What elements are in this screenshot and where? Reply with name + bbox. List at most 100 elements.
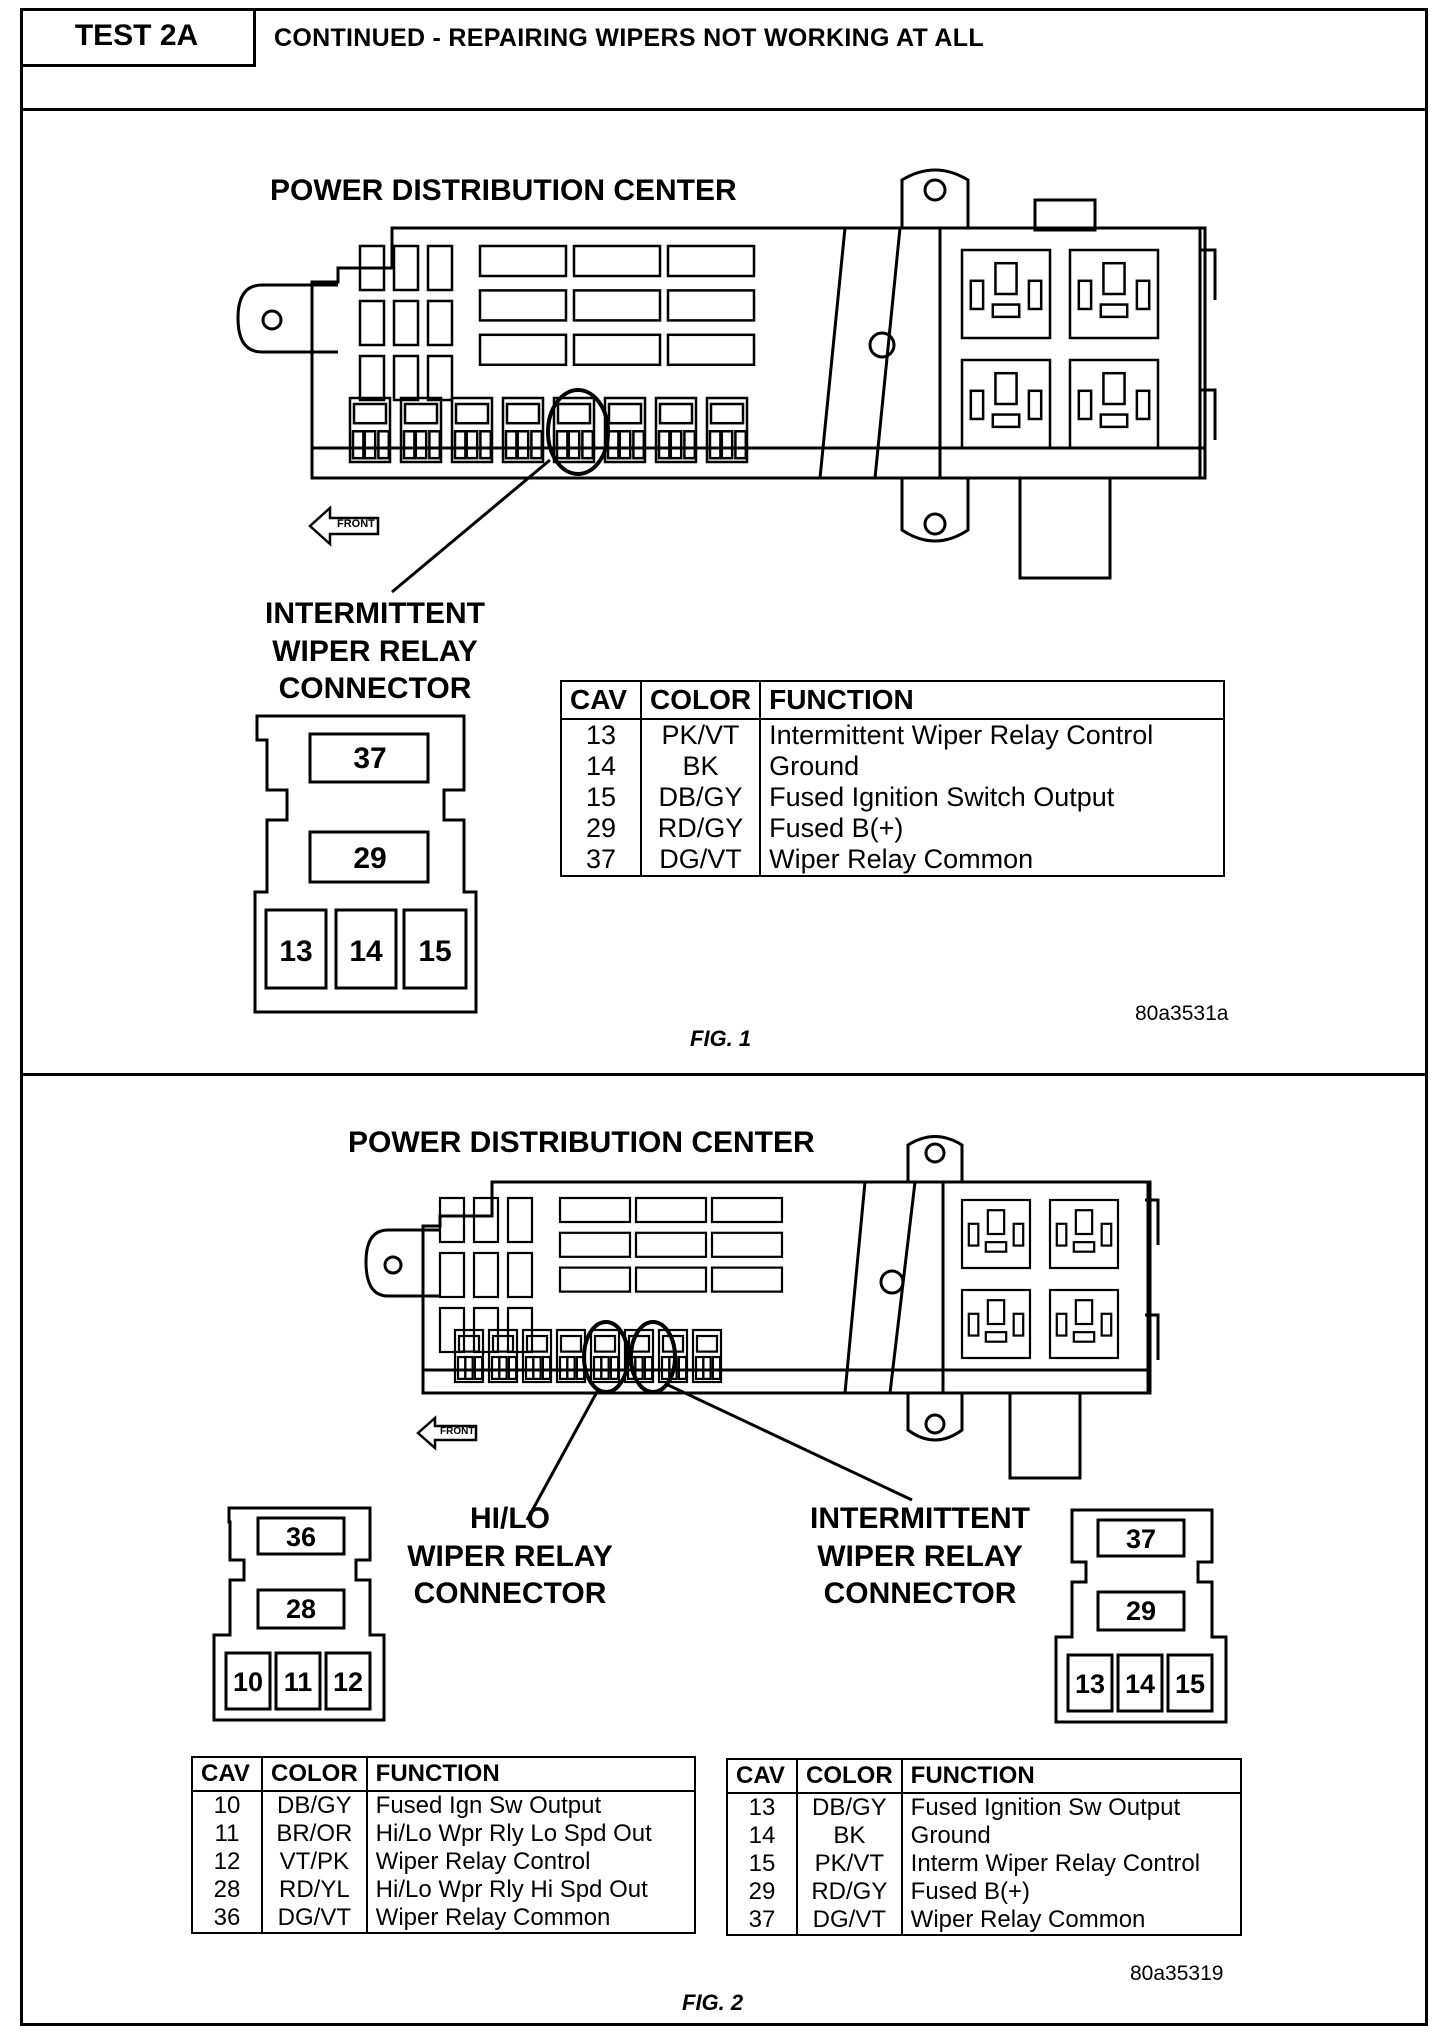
- cell-color: DB/GY: [797, 1793, 903, 1822]
- cell-color: DG/VT: [262, 1904, 368, 1933]
- micro-relay-slot: [654, 396, 698, 464]
- mini-fuse: [358, 299, 386, 347]
- relay-terminal: [994, 261, 1018, 296]
- maxi-fuse: [666, 289, 756, 322]
- cell-color: DG/VT: [797, 1906, 903, 1935]
- micro-relay-terminal: [377, 430, 391, 460]
- fig1-cav-top: 37: [353, 742, 387, 775]
- cell-cav: 37: [727, 1906, 798, 1935]
- relay-terminal: [991, 413, 1021, 429]
- micro-relay-terminal: [556, 402, 592, 425]
- fig1-cav-middle: 29: [353, 842, 387, 875]
- relay-terminal: [1100, 1312, 1113, 1337]
- col-function: FUNCTION: [760, 681, 1224, 720]
- relay-terminal: [984, 1331, 1008, 1343]
- micro-relay-slot: [450, 396, 494, 464]
- col-cav: CAV: [561, 681, 642, 720]
- cell-cav: 37: [561, 844, 642, 876]
- cell-function: Fused B(+): [769, 813, 904, 843]
- micro-relay-terminal: [541, 1355, 552, 1380]
- table-header-row: CAV COLOR FUNCTION: [192, 1757, 695, 1792]
- relay-socket: [960, 248, 1052, 340]
- relay-terminal: [1074, 1209, 1094, 1236]
- relay-terminal: [984, 1241, 1008, 1253]
- fig2-hilo-cav-top: 36: [285, 1522, 317, 1552]
- mini-fuse: [392, 299, 420, 347]
- cell-function: Intermittent Wiper Relay Control: [769, 720, 1154, 750]
- micro-relay-terminal: [669, 430, 683, 460]
- micro-relay-terminal: [581, 430, 595, 460]
- cell-function: Ground: [910, 1822, 991, 1849]
- micro-relay-terminal: [525, 1334, 549, 1353]
- fig1-cav-bottom-2: 14: [349, 935, 383, 968]
- relay-terminal: [969, 279, 985, 311]
- micro-relay-slot: [705, 396, 749, 464]
- micro-relay-terminal: [593, 1334, 617, 1353]
- cell-cav: 29: [561, 813, 642, 844]
- col-color: COLOR: [641, 681, 762, 720]
- micro-relay-terminal: [559, 1334, 583, 1353]
- cell-color: RD/YL: [262, 1876, 368, 1904]
- maxi-fuse: [558, 1266, 632, 1293]
- micro-relay-slot: [501, 396, 545, 464]
- col-color: COLOR: [797, 1759, 903, 1794]
- maxi-fuse: [558, 1231, 632, 1258]
- cell-color: DB/GY: [262, 1791, 368, 1820]
- relay-terminal: [1077, 389, 1093, 421]
- cell-cav: 15: [727, 1850, 798, 1878]
- micro-relay-terminal: [600, 1355, 610, 1380]
- mini-fuse: [358, 244, 386, 292]
- micro-relay-terminal: [567, 430, 581, 460]
- mini-fuse: [392, 244, 420, 292]
- micro-relay-slot: [552, 396, 596, 464]
- relay-terminal: [1027, 389, 1043, 421]
- fig2-hilo-label-line3: CONNECTOR: [413, 1577, 607, 1610]
- maxi-fuse: [558, 1196, 632, 1224]
- maxi-fuse: [710, 1266, 784, 1293]
- relay-terminal: [1135, 389, 1151, 421]
- maxi-fuse: [572, 333, 662, 367]
- fig2-front-label: FRONT: [440, 1426, 475, 1437]
- relay-terminal: [991, 303, 1021, 319]
- relay-socket: [1048, 1288, 1120, 1360]
- micro-relay-terminal: [507, 1355, 518, 1380]
- micro-relay-slot: [348, 396, 392, 464]
- micro-relay-terminal: [505, 402, 541, 425]
- table-header-row: CAV COLOR FUNCTION: [561, 681, 1224, 720]
- maxi-fuse: [572, 289, 662, 322]
- mini-fuse: [506, 1196, 534, 1244]
- relay-terminal: [1072, 1331, 1096, 1343]
- micro-relay-terminal: [677, 1355, 688, 1380]
- relay-socket: [1068, 248, 1160, 340]
- fig1-connector-label-line1: INTERMITTENT: [265, 597, 485, 630]
- mini-fuse: [438, 1251, 466, 1299]
- micro-relay-terminal: [555, 430, 569, 460]
- cell-function: Fused B(+): [910, 1878, 1031, 1905]
- micro-relay-terminal: [403, 402, 439, 425]
- relay-terminal: [967, 1222, 980, 1247]
- cell-function: Wiper Relay Common: [910, 1906, 1146, 1933]
- cell-color: VT/PK: [262, 1848, 368, 1876]
- micro-relay-terminal: [708, 430, 722, 460]
- mini-fuse: [472, 1251, 500, 1299]
- micro-relay-terminal: [464, 1355, 474, 1380]
- cell-color: RD/GY: [797, 1878, 903, 1906]
- fig2-int-cav-bottom-1: 13: [1074, 1669, 1106, 1699]
- relay-terminal: [1102, 261, 1126, 296]
- col-function: FUNCTION: [901, 1759, 1241, 1794]
- maxi-fuse: [478, 289, 568, 322]
- fig2-int-cav-bottom-2: 14: [1124, 1669, 1156, 1699]
- mini-fuse: [438, 1196, 466, 1244]
- maxi-fuse: [666, 244, 756, 278]
- fig2-intermittent-label-line2: WIPER RELAY: [817, 1539, 1023, 1573]
- col-function: FUNCTION: [366, 1757, 695, 1792]
- cell-function: Hi/Lo Wpr Rly Lo Spd Out: [375, 1820, 652, 1847]
- maxi-fuse: [666, 333, 756, 367]
- cell-function: Interm Wiper Relay Control: [910, 1850, 1201, 1877]
- cell-cav: 10: [192, 1791, 263, 1820]
- fig1-code: 80a3531a: [1135, 1002, 1229, 1025]
